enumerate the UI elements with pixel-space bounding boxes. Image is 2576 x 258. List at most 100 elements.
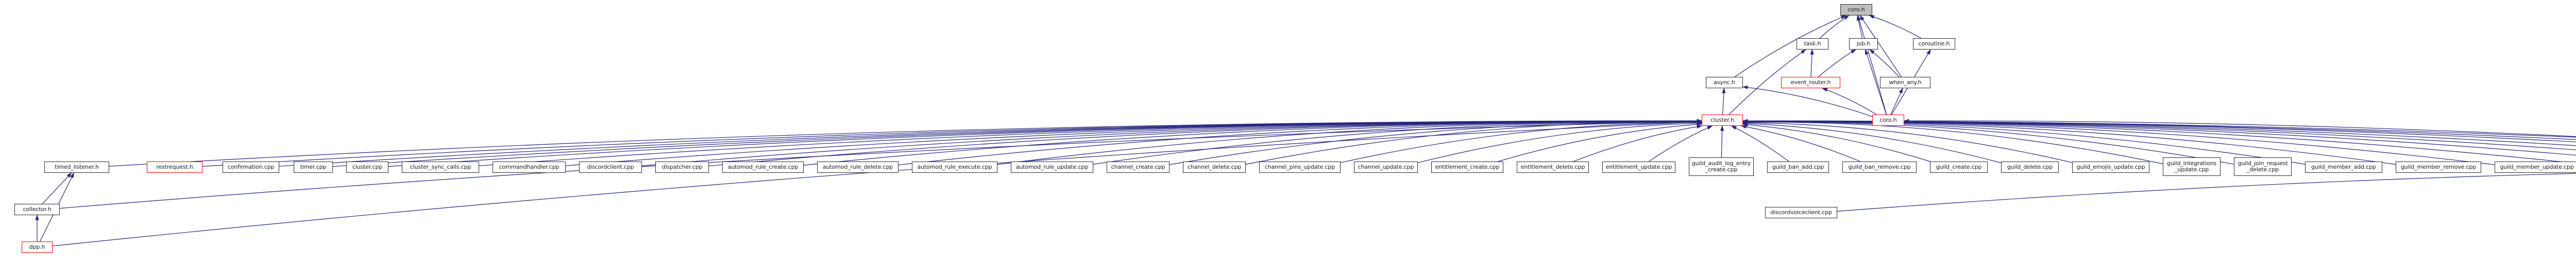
graph-edge — [803, 119, 1703, 166]
graph-node-guild-ban-remove-cpp[interactable]: guild_ban_remove.cpp — [1842, 162, 1917, 173]
graph-node-discordclient-cpp[interactable]: discordclient.cpp — [579, 162, 642, 173]
graph-node-coro-h[interactable]: coro.h — [1840, 4, 1872, 15]
graph-node-restrequest-h[interactable]: restrequest.h — [147, 162, 202, 173]
graph-node-automod-rule-execute-cpp[interactable]: automod_rule_execute.cpp — [912, 162, 997, 173]
graph-node-label: cluster_sync_calls.cpp — [410, 164, 471, 171]
graph-edge — [1340, 120, 1703, 163]
graph-edge — [1742, 119, 2396, 165]
graph-node-guild-audit-log-entry-create-cpp[interactable]: guild_audit_log_entry _create.cpp — [1689, 157, 1754, 176]
graph-node-channel-pins-update-cpp[interactable]: channel_pins_update.cpp — [1259, 162, 1341, 173]
graph-node-collector-h[interactable]: collector.h — [14, 204, 60, 215]
graph-edge — [52, 120, 1703, 247]
graph-edge — [1169, 120, 1703, 165]
graph-edge — [1742, 119, 2495, 165]
graph-node-automod-rule-update-cpp[interactable]: automod_rule_update.cpp — [1011, 162, 1093, 173]
graph-node-timer-cpp[interactable]: timer.cpp — [294, 162, 333, 173]
graph-node-dispatcher-cpp[interactable]: dispatcher.cpp — [655, 162, 709, 173]
graph-node-cluster-sync-calls-cpp[interactable]: cluster_sync_calls.cpp — [402, 162, 479, 173]
graph-edge — [1819, 15, 1850, 39]
graph-node-guild-emojis-update-cpp[interactable]: guild_emojis_update.cpp — [2072, 162, 2149, 173]
graph-node-cluster-cpp[interactable]: cluster.cpp — [346, 162, 388, 173]
graph-node-guild-delete-cpp[interactable]: guild_delete.cpp — [2001, 162, 2059, 173]
graph-node-coro-h2[interactable]: coro.h — [1872, 115, 1904, 126]
graph-edge — [1818, 49, 1857, 77]
graph-edge — [388, 119, 1703, 167]
graph-node-coroutine-h[interactable]: coroutine.h — [1913, 38, 1955, 50]
graph-edge — [1742, 121, 2002, 164]
graph-node-automod-rule-delete-cpp[interactable]: automod_rule_delete.cpp — [817, 162, 899, 173]
graph-edge — [1810, 49, 1814, 77]
graph-node-event-router-h[interactable]: event_router.h — [1781, 77, 1840, 88]
graph-node-label: guild_integrations _update.cpp — [2166, 160, 2216, 173]
graph-node-label: commandhandler.cpp — [499, 164, 560, 171]
graph-node-label: entitlement_update.cpp — [1605, 164, 1672, 171]
graph-node-commandhandler-cpp[interactable]: commandhandler.cpp — [493, 162, 566, 173]
graph-node-async-h[interactable]: async.h — [1706, 77, 1743, 88]
graph-node-guild-member-add-cpp[interactable]: guild_member_add.cpp — [2305, 162, 2382, 173]
graph-edge — [1742, 119, 2576, 138]
graph-node-label: coro.h — [1848, 6, 1865, 13]
graph-node-label: guild_member_remove.cpp — [2400, 164, 2477, 171]
graph-node-cluster-h[interactable]: cluster.h — [1702, 115, 1743, 126]
graph-node-label: automod_rule_execute.cpp — [917, 164, 992, 171]
graph-node-label: automod_rule_delete.cpp — [822, 164, 893, 171]
graph-node-discordvoiceclient-cpp[interactable]: discordvoiceclient.cpp — [1765, 207, 1837, 218]
graph-edge — [1742, 119, 2576, 142]
graph-edge — [1742, 123, 1930, 162]
graph-node-entitlement-delete-cpp[interactable]: entitlement_delete.cpp — [1517, 162, 1589, 173]
graph-node-label: automod_rule_update.cpp — [1015, 164, 1089, 171]
graph-edge — [1742, 120, 2163, 165]
graph-node-guild-create-cpp[interactable]: guild_create.cpp — [1930, 162, 1988, 173]
graph-node-job-h[interactable]: job.h — [1849, 38, 1878, 50]
graph-edge — [1245, 120, 1703, 165]
graph-edge — [1742, 120, 2306, 165]
graph-edge — [479, 119, 1703, 166]
graph-edge — [1742, 121, 2073, 163]
graph-node-label: automod_rule_create.cpp — [727, 164, 799, 171]
graph-edge — [1857, 14, 1887, 115]
graph-node-label: channel_pins_update.cpp — [1264, 164, 1335, 171]
graph-node-label: async.h — [1714, 79, 1735, 86]
graph-node-label: entitlement_create.cpp — [1435, 164, 1500, 171]
graph-edge — [1742, 119, 2576, 164]
graph-node-label: guild_ban_add.cpp — [1772, 164, 1824, 171]
graph-edge — [202, 119, 1703, 167]
graph-edge — [1731, 125, 1789, 162]
graph-node-automod-rule-create-cpp[interactable]: automod_rule_create.cpp — [722, 162, 804, 173]
graph-edge — [1722, 87, 1726, 115]
graph-edge — [1869, 15, 1922, 39]
graph-edge — [1890, 87, 1903, 115]
graph-edge — [997, 119, 1703, 165]
graph-node-dpp-h[interactable]: dpp.h — [22, 241, 53, 253]
graph-node-label: guild_delete.cpp — [2007, 164, 2053, 171]
graph-edge — [1417, 121, 1703, 163]
graph-node-channel-create-cpp[interactable]: channel_create.cpp — [1107, 162, 1170, 173]
graph-node-guild-ban-add-cpp[interactable]: guild_ban_add.cpp — [1767, 162, 1829, 173]
graph-node-when-any-h[interactable]: when_any.h — [1880, 77, 1930, 88]
graph-node-channel-delete-cpp[interactable]: channel_delete.cpp — [1183, 162, 1246, 173]
graph-edge — [109, 119, 1703, 167]
graph-node-task-h[interactable]: task.h — [1797, 38, 1828, 50]
graph-node-label: confirmation.cpp — [227, 164, 275, 171]
graph-node-label: dispatcher.cpp — [662, 164, 703, 171]
graph-node-guild-join-request-delete-cpp[interactable]: guild_join_request _delete.cpp — [2234, 157, 2292, 176]
graph-node-entitlement-create-cpp[interactable]: entitlement_create.cpp — [1431, 162, 1503, 173]
graph-node-guild-member-remove-cpp[interactable]: guild_member_remove.cpp — [2396, 162, 2481, 173]
graph-edge — [1742, 119, 2576, 140]
graph-node-guild-member-update-cpp[interactable]: guild_member_update.cpp — [2495, 162, 2576, 173]
graph-node-label: coro.h — [1879, 117, 1897, 124]
graph-node-label: event_router.h — [1790, 79, 1831, 86]
graph-edge — [1742, 85, 1873, 117]
graph-edge — [565, 119, 1703, 166]
graph-node-label: cluster.h — [1710, 117, 1734, 124]
graph-node-label: cluster.cpp — [352, 164, 383, 171]
graph-node-timed-listener-h[interactable]: timed_listener.h — [44, 162, 109, 173]
graph-node-label: dpp.h — [29, 244, 45, 251]
graph-node-label: discordvoiceclient.cpp — [1770, 209, 1832, 216]
graph-node-guild-integrations-update-cpp[interactable]: guild_integrations _update.cpp — [2163, 157, 2221, 176]
graph-node-confirmation-cpp[interactable]: confirmation.cpp — [223, 162, 279, 173]
graph-node-channel-update-cpp[interactable]: channel_update.cpp — [1354, 162, 1418, 173]
graph-node-entitlement-update-cpp[interactable]: entitlement_update.cpp — [1602, 162, 1675, 173]
graph-node-label: restrequest.h — [156, 164, 193, 171]
